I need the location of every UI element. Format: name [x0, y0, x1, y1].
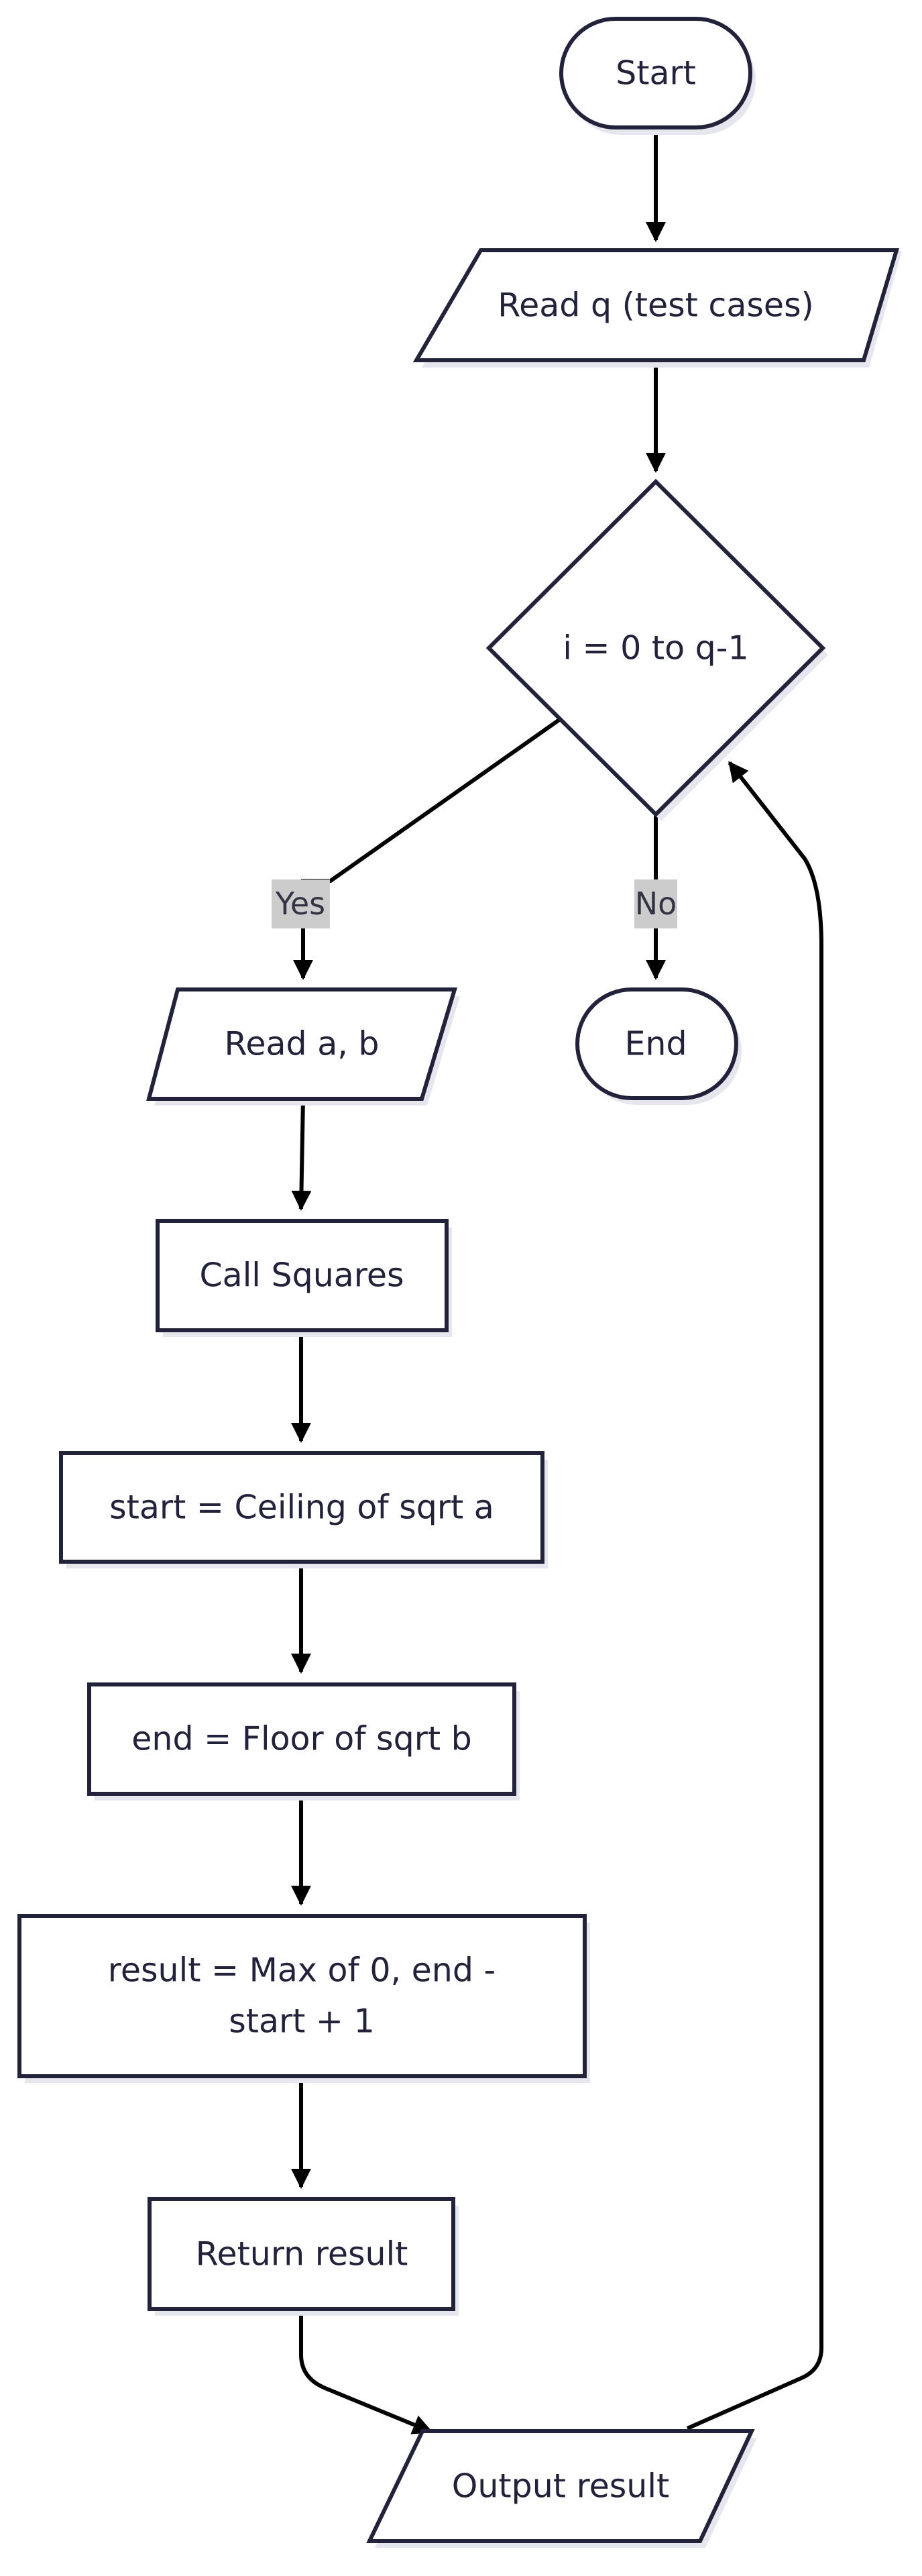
edge-read-ab-to-call-squares — [291, 1098, 312, 1211]
node-return-result: Return result — [148, 2197, 459, 2316]
node-read-q-label: Read q (test cases) — [498, 286, 813, 325]
node-result-label-line1: result = Max of 0, end - — [108, 1951, 496, 1990]
edge-return-to-output — [299, 2309, 433, 2434]
node-end-calc-label: end = Floor of sqrt b — [131, 1720, 471, 1758]
node-start-calc: start = Ceiling of sqrt a — [59, 1451, 548, 1568]
node-loop-label: i = 0 to q-1 — [563, 629, 748, 667]
node-start-calc-label: start = Ceiling of sqrt a — [109, 1489, 494, 1527]
node-end: End — [575, 987, 742, 1105]
node-output-result: Output result — [366, 2429, 757, 2548]
node-read-ab-label: Read a, b — [225, 1025, 380, 1063]
node-result-label-line2: start + 1 — [229, 2002, 375, 2041]
edge-label-no: No — [634, 879, 677, 928]
node-start: Start — [559, 17, 756, 135]
node-call-squares: Call Squares — [156, 1219, 452, 1337]
node-end-calc: end = Floor of sqrt b — [87, 1682, 520, 1801]
edge-output-loopback — [686, 761, 823, 2430]
node-read-q: Read q (test cases) — [412, 248, 902, 368]
node-loop-decision: i = 0 to q-1 — [485, 478, 828, 821]
node-end-label: End — [624, 1025, 687, 1063]
edge-label-yes-text: Yes — [275, 885, 325, 922]
edge-label-no-text: No — [635, 885, 677, 922]
edge-label-yes: Yes — [272, 879, 330, 928]
node-call-squares-label: Call Squares — [199, 1256, 404, 1295]
edge-loop-yes-to-read-ab — [293, 718, 561, 980]
node-read-ab: Read a, b — [146, 987, 460, 1106]
node-return-result-label: Return result — [196, 2235, 408, 2273]
node-output-result-label: Output result — [452, 2467, 669, 2506]
node-start-label: Start — [616, 54, 696, 93]
node-result: result = Max of 0, end - start + 1 — [17, 1914, 590, 2083]
